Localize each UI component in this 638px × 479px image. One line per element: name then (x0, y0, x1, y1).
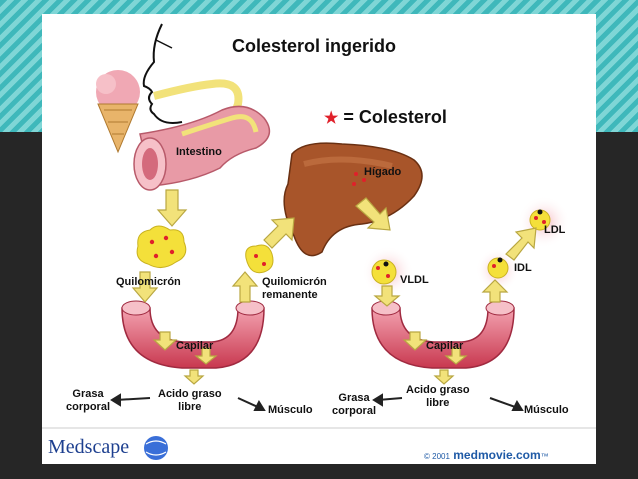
label-acid-right-line2: libre (406, 397, 470, 410)
face-profile-icon (144, 24, 182, 123)
liver-shape (284, 143, 422, 255)
legend-text: Colesterol (359, 107, 447, 127)
label-vldl: VLDL (400, 274, 429, 286)
label-remnant: Quilomicrón remanente (262, 276, 327, 302)
label-chylomicron: Quilomicrón (116, 276, 181, 288)
medscape-globe-icon (144, 436, 168, 460)
label-intestine: Intestino (176, 146, 222, 158)
label-liver: Hígado (364, 166, 401, 178)
label-ldl: LDL (544, 224, 565, 236)
label-fat-right-line1: Grasa (332, 392, 376, 405)
ice-cream-icon (96, 70, 140, 152)
label-muscle-left: Músculo (268, 404, 313, 416)
label-idl: IDL (514, 262, 532, 274)
diagram-graphics (42, 14, 596, 464)
legend-equals: = (343, 107, 354, 127)
capillary-right (372, 301, 514, 368)
medscape-logo: Medscape (48, 436, 129, 459)
label-fat-left-line2: corporal (66, 401, 110, 414)
label-fat-right: Grasa corporal (332, 392, 376, 418)
legend: ★ = Colesterol (324, 107, 447, 128)
label-capillary-right: Capilar (426, 340, 463, 352)
chylomicron-remnant-particle (246, 245, 273, 273)
chylomicron-particle (137, 226, 186, 268)
label-acid-left-line1: Acido graso (158, 388, 222, 401)
medmovie-tm: ™ (541, 452, 549, 461)
label-acid-right: Acido graso libre (406, 384, 470, 410)
label-capillary-left: Capilar (176, 340, 213, 352)
diagram-title: Colesterol ingerido (232, 36, 396, 57)
label-muscle-right: Músculo (524, 404, 569, 416)
label-fat-left-line1: Grasa (66, 388, 110, 401)
medmovie-logo: © 2001 medmovie.com™ (424, 448, 549, 462)
label-fat-left: Grasa corporal (66, 388, 110, 414)
label-acid-left-line2: libre (158, 401, 222, 414)
slide-canvas: Colesterol ingerido ★ = Colesterol Intes… (42, 14, 596, 464)
capillary-left (122, 301, 264, 368)
vldl-particle (372, 260, 396, 284)
label-remnant-line2: remanente (262, 289, 327, 302)
label-acid-left: Acido graso libre (158, 388, 222, 414)
star-icon: ★ (324, 110, 338, 127)
label-acid-right-line1: Acido graso (406, 384, 470, 397)
idl-particle (488, 258, 508, 279)
medmovie-copyright: © 2001 (424, 452, 450, 461)
label-remnant-line1: Quilomicrón (262, 276, 327, 289)
label-fat-right-line2: corporal (332, 405, 376, 418)
medmovie-name: medmovie.com (453, 448, 540, 462)
